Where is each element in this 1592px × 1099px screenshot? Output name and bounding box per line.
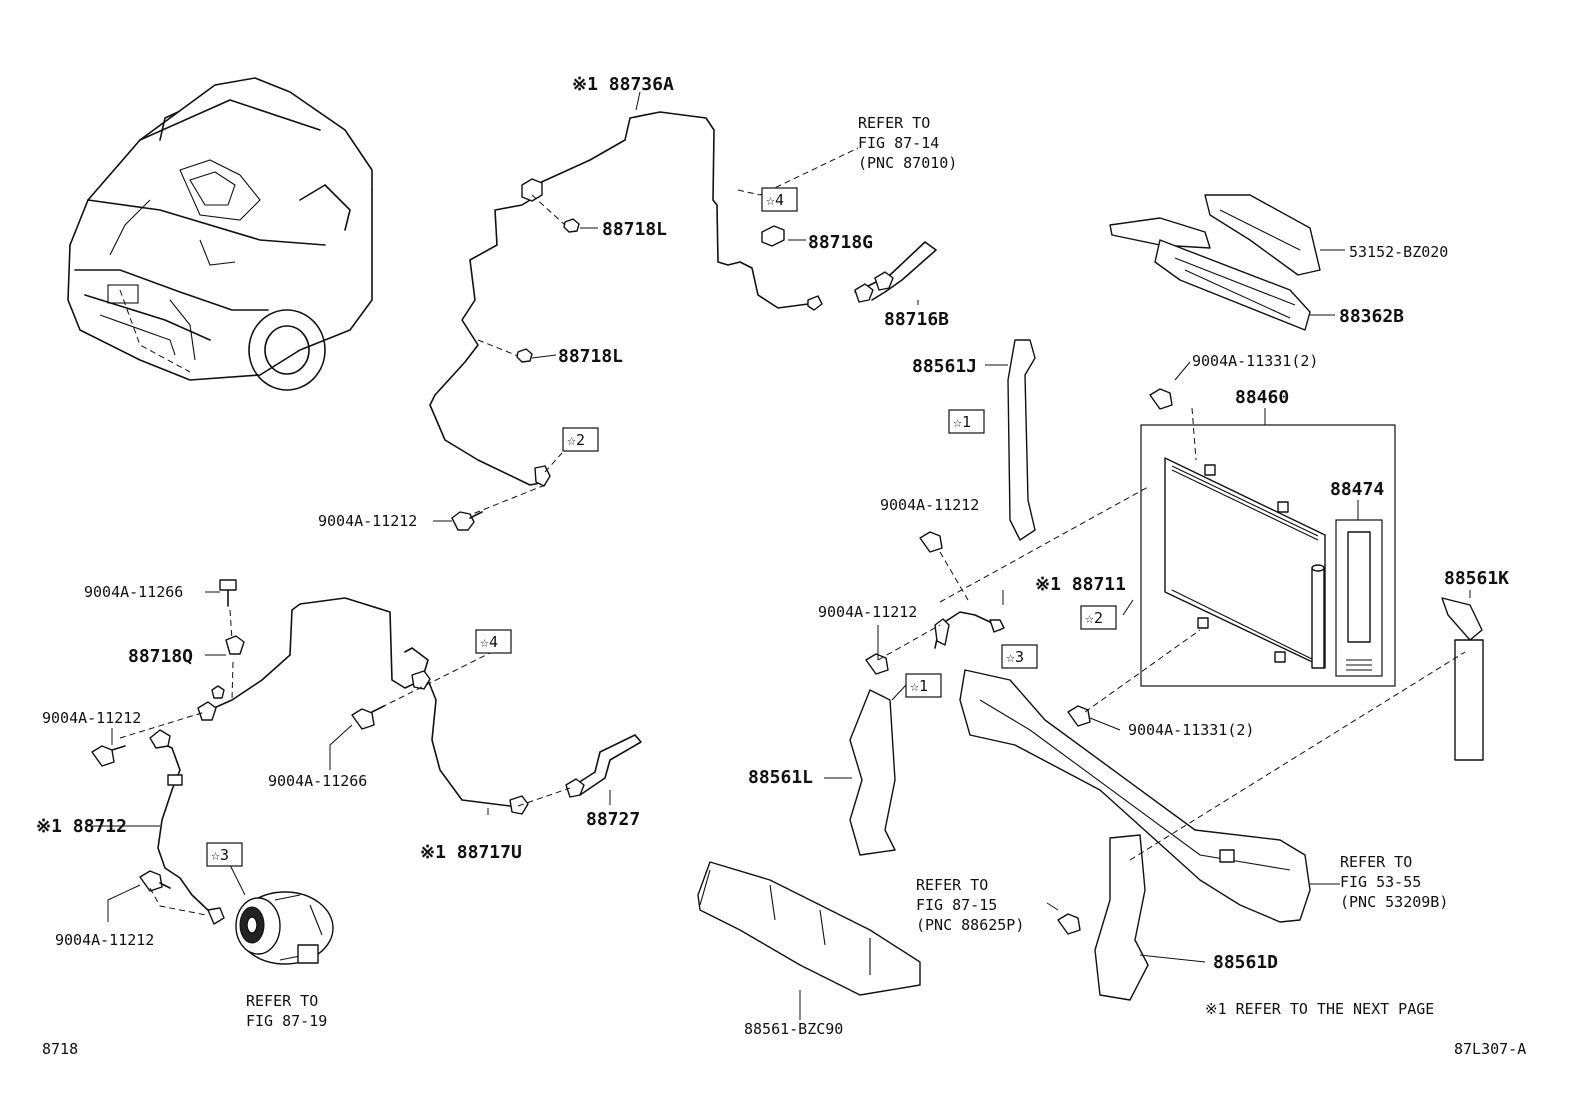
star-marker-3-left: ☆3 xyxy=(211,846,229,864)
callout-88718L-upper: 88718L xyxy=(602,219,667,240)
callout-88561D: 88561D xyxy=(1213,952,1278,973)
hose-88716B xyxy=(854,241,937,303)
callout-88716B: 88716B xyxy=(884,309,949,330)
bolts-right xyxy=(865,388,1173,935)
callout-9004A-11266-mid: 9004A-11266 xyxy=(268,772,367,790)
ref-87-19-line1: REFER TO xyxy=(246,992,318,1010)
ref-87-15-line3: (PNC 88625P) xyxy=(916,916,1024,934)
pipe-88717U xyxy=(197,597,529,815)
callout-88561L: 88561L xyxy=(748,767,813,788)
callout-88718L-lower: 88718L xyxy=(558,346,623,367)
svg-text:※1 88736A: ※1 88736A xyxy=(572,74,674,95)
callout-88362B: 88362B xyxy=(1339,306,1404,327)
compressor xyxy=(235,891,334,965)
page-code-left: 8718 xyxy=(42,1040,78,1058)
leaders-upper-center xyxy=(433,91,919,522)
callout-9004A-11212-upper: 9004A-11212 xyxy=(318,512,417,530)
callout-53152-BZ020: 53152-BZ020 xyxy=(1349,243,1448,261)
radiator-support-brackets xyxy=(849,339,1484,1001)
star-marker-4-upper: ☆4 xyxy=(766,191,784,209)
svg-text:※1 88712: ※1 88712 xyxy=(36,816,127,837)
star-marker-1-lower: ☆1 xyxy=(910,677,928,695)
callout-88736A: 88736A xyxy=(609,74,674,95)
ref-87-15-line1: REFER TO xyxy=(916,876,988,894)
callout-88561J: 88561J xyxy=(912,356,977,377)
callout-88718G: 88718G xyxy=(808,232,873,253)
callout-9004A-11266-top: 9004A-11266 xyxy=(84,583,183,601)
ref-53-55-line1: REFER TO xyxy=(1340,853,1412,871)
svg-text:※1 88717U: ※1 88717U xyxy=(420,842,522,863)
footnote: ※1 REFER TO THE NEXT PAGE xyxy=(1205,1000,1434,1018)
note-marker: ※1 xyxy=(420,842,446,863)
star-markers: ☆4 ☆2 ☆4 ☆3 ☆1 ☆2 ☆3 ☆1 xyxy=(206,187,1117,867)
note-marker: ※1 xyxy=(1035,574,1061,595)
ref-87-15-line2: FIG 87-15 xyxy=(916,896,997,914)
note-marker: ※1 xyxy=(36,816,62,837)
callout-9004A-11331-top: 9004A-11331(2) xyxy=(1192,352,1318,370)
ref-87-19-line2: FIG 87-19 xyxy=(246,1012,327,1030)
star-marker-2-upper: ☆2 xyxy=(567,431,585,449)
callout-88727: 88727 xyxy=(586,809,640,830)
callout-88718Q: 88718Q xyxy=(128,646,193,667)
star-marker-3-right: ☆3 xyxy=(1006,648,1024,666)
reference-notes: REFER TO FIG 87-14 (PNC 87010) REFER TO … xyxy=(42,114,1526,1058)
svg-text:※1 88711: ※1 88711 xyxy=(1035,574,1126,595)
page-code-right: 87L307-A xyxy=(1454,1040,1526,1058)
callout-88561K: 88561K xyxy=(1444,568,1509,589)
vehicle-overview-sketch xyxy=(67,77,373,391)
ref-53-55-line2: FIG 53-55 xyxy=(1340,873,1421,891)
hose-88727 xyxy=(565,734,642,798)
callout-9004A-11212-right1: 9004A-11212 xyxy=(880,496,979,514)
brackets-top-right xyxy=(1109,194,1345,331)
bolt-9004A-11212-upper xyxy=(451,511,483,531)
ref-53-55-line3: (PNC 53209B) xyxy=(1340,893,1448,911)
condenser-88460 xyxy=(1140,408,1396,687)
part-labels: ※1 88736A 88718L 88718L 88718G 88716B 90… xyxy=(36,74,1509,1038)
star-marker-1-upper: ☆1 xyxy=(953,413,971,431)
callout-9004A-11331-bottom: 9004A-11331(2) xyxy=(1128,721,1254,739)
air-guide-88561-BZC90 xyxy=(697,861,921,1020)
leaders-left xyxy=(90,591,611,922)
leaders-right xyxy=(824,361,1471,963)
ref-87-14-line1: REFER TO xyxy=(858,114,930,132)
callout-88717U: 88717U xyxy=(457,842,522,863)
callout-88474: 88474 xyxy=(1330,479,1384,500)
pipe-88736A xyxy=(429,111,823,487)
callout-88712: 88712 xyxy=(73,816,127,837)
callout-9004A-11212-right2: 9004A-11212 xyxy=(818,603,917,621)
ref-87-14-line3: (PNC 87010) xyxy=(858,154,957,172)
radiator-support-crossmember xyxy=(959,669,1311,923)
ref-87-14-line2: FIG 87-14 xyxy=(858,134,939,152)
note-marker: ※1 xyxy=(572,74,598,95)
callout-9004A-11212-bottom: 9004A-11212 xyxy=(55,931,154,949)
hose-88712 xyxy=(149,729,225,925)
pipe-88711 xyxy=(934,611,1005,649)
callout-88460: 88460 xyxy=(1235,387,1289,408)
callout-88561-BZC90: 88561-BZC90 xyxy=(744,1020,843,1038)
star-marker-2-right: ☆2 xyxy=(1085,609,1103,627)
callout-88711: 88711 xyxy=(1072,574,1126,595)
bolts-left xyxy=(91,579,385,892)
star-marker-4-lower: ☆4 xyxy=(480,633,498,651)
callout-9004A-11212-left: 9004A-11212 xyxy=(42,709,141,727)
